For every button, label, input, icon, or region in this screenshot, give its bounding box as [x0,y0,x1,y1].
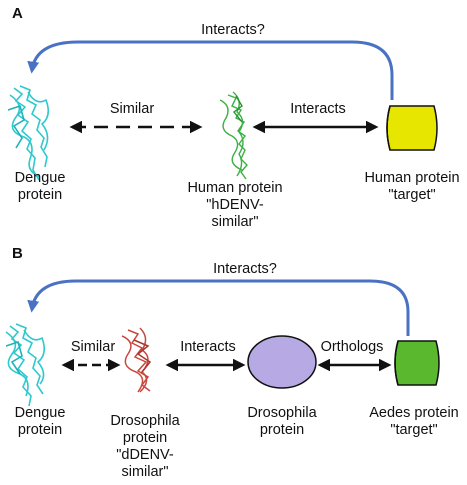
similar-label-b: Similar [70,339,116,355]
interacts-question-label-b: Interacts? [213,261,277,277]
interacts-label-b: Interacts [180,339,236,355]
interacts-curve-arrow-b [27,279,410,336]
interacts-question-label-a: Interacts? [201,22,265,38]
drosophila-mimic-structure [121,327,152,393]
similar-label-a: Similar [109,101,155,117]
cylinder-node-icon [394,340,440,386]
human-target-label: Human protein"target" [364,170,460,203]
dengue-protein-structure-a [7,85,50,181]
aedes-target-label: Aedes protein"target" [369,405,459,438]
panel-letter-a: A [12,5,23,22]
orthologs-label-b: Orthologs [320,339,384,355]
panel-letter-b: B [12,245,23,262]
interacts-label-a: Interacts [290,101,346,117]
cylinder-node-icon [386,105,438,151]
interacts-curve-arrow-a [27,40,394,100]
dengue-protein-structure-b [5,323,46,407]
human-mimic-structure [219,91,248,180]
ellipse-node-icon [247,335,317,389]
human-mimic-label: Human protein"hDENV-similar" [187,180,283,230]
